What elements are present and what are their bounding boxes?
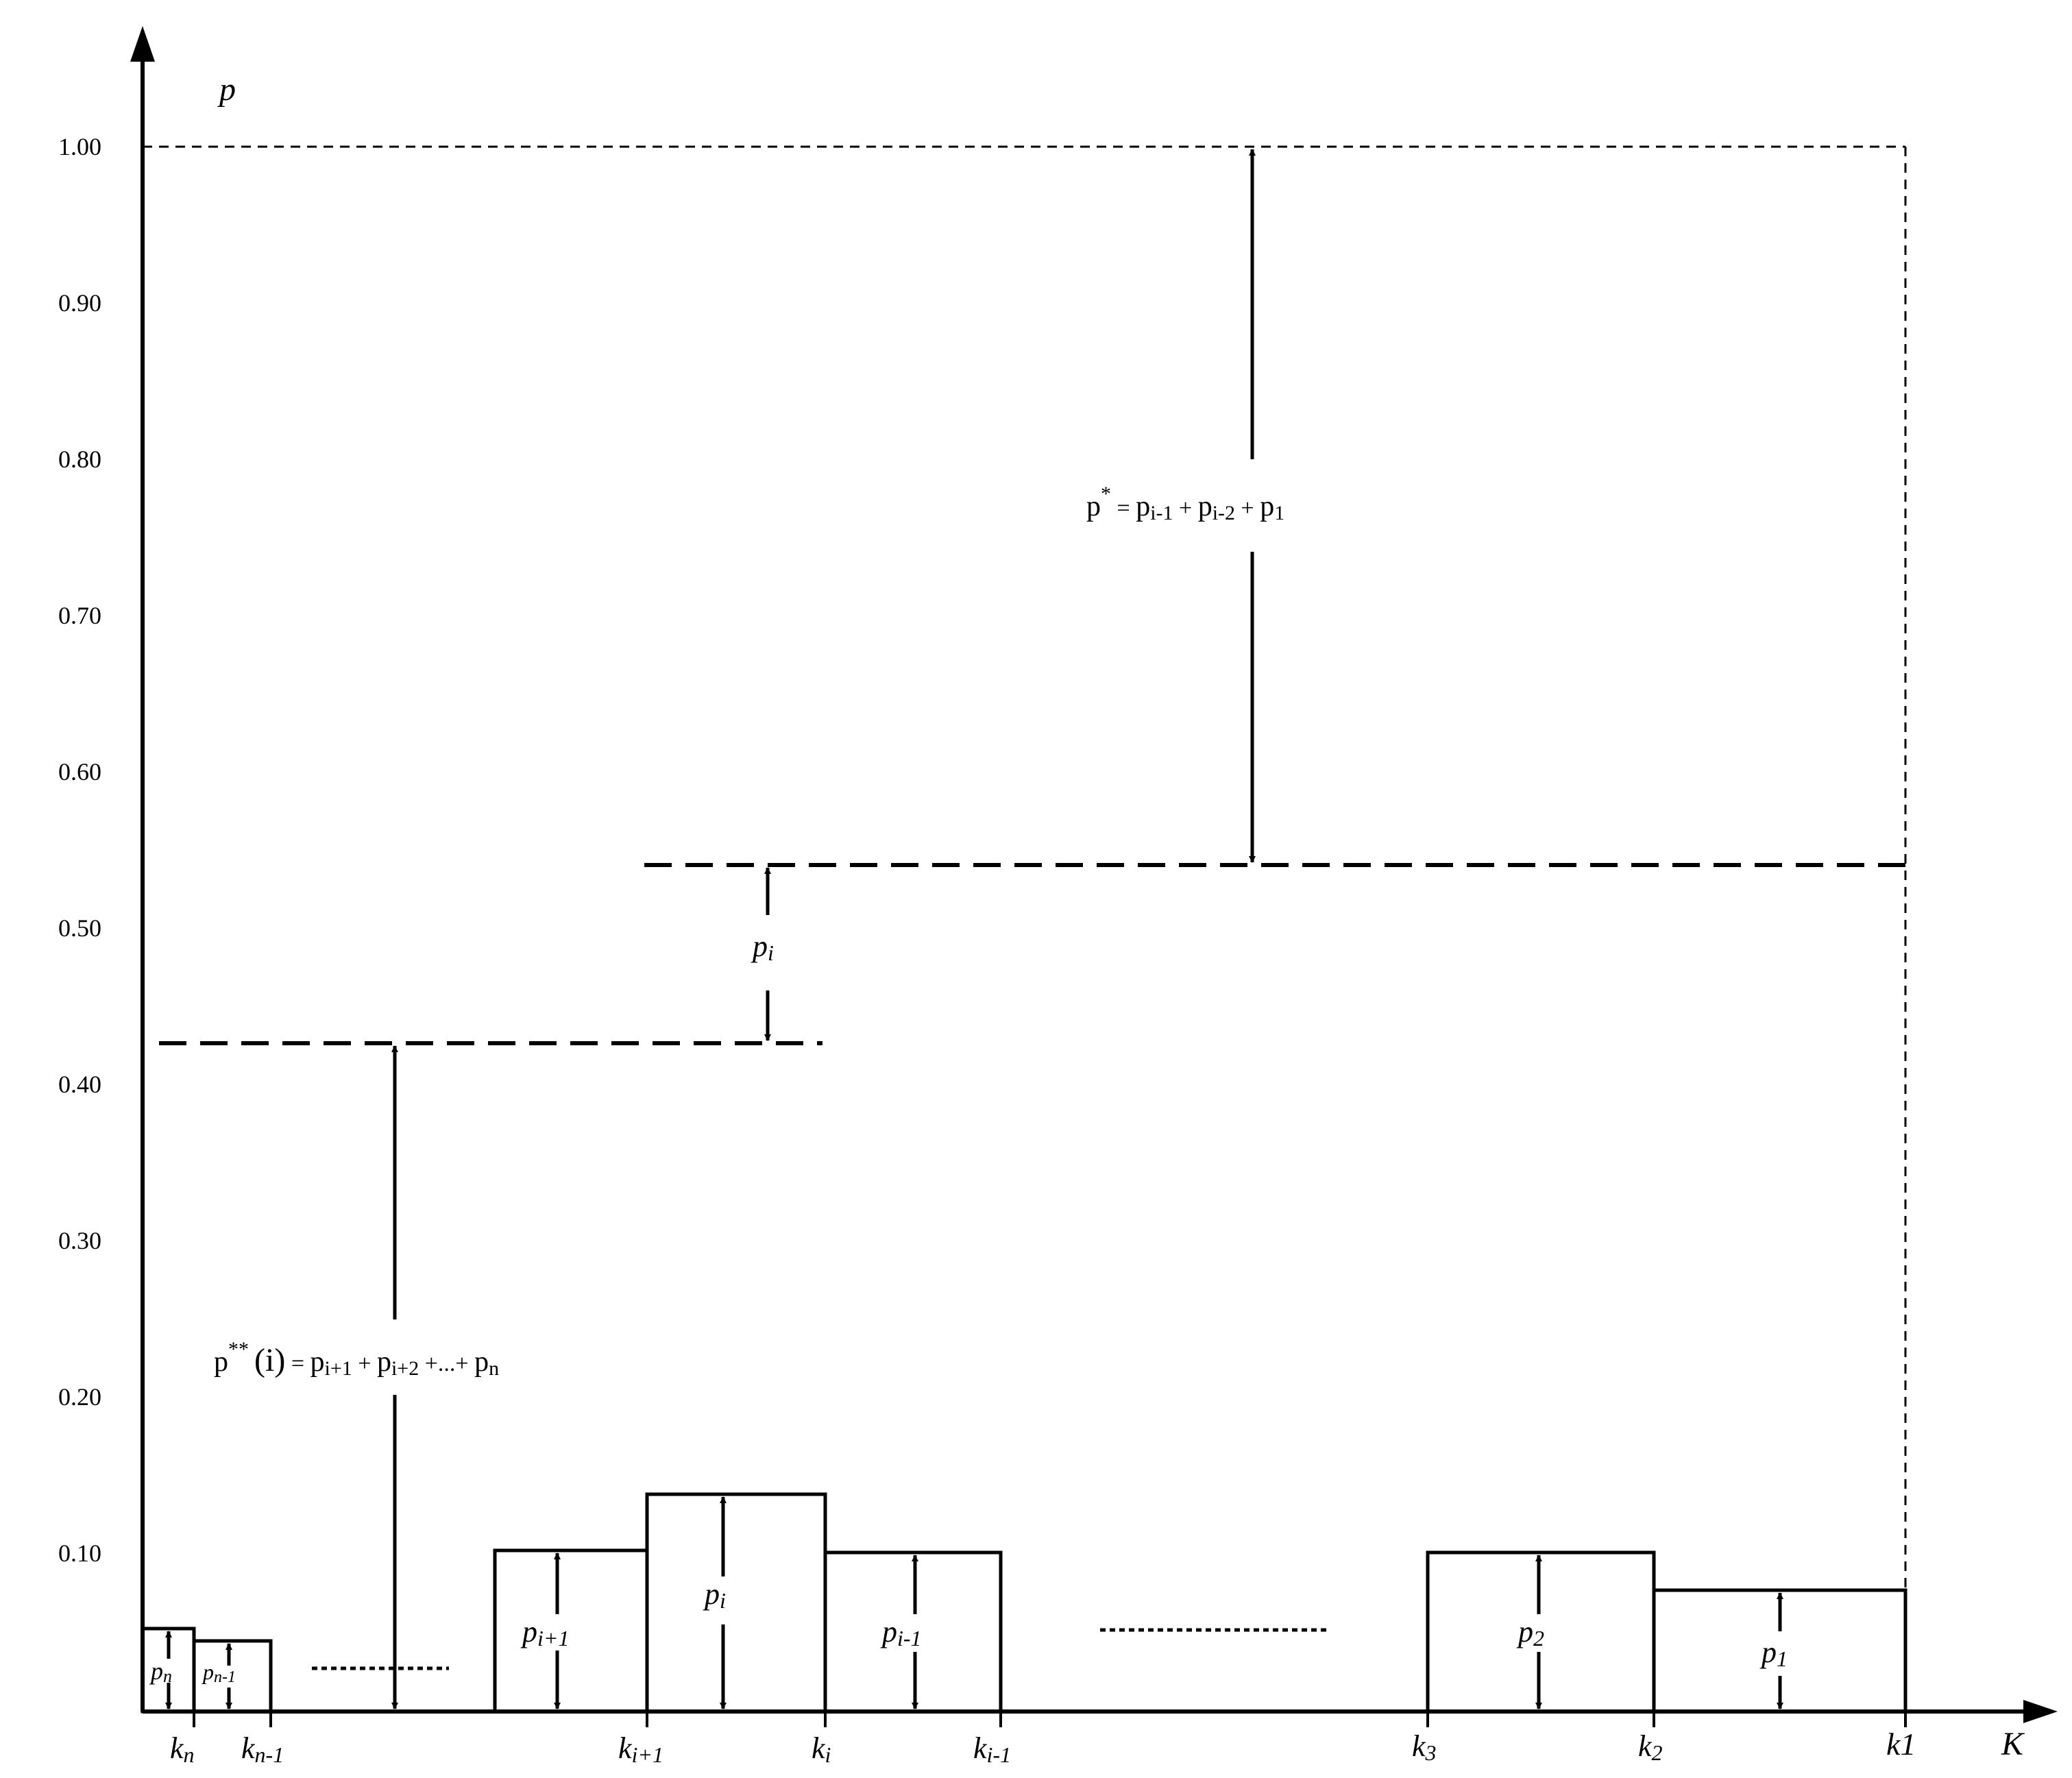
axes	[130, 26, 2058, 1723]
y-axis-arrow-icon	[130, 26, 155, 62]
label-pi-1: pi-1	[880, 1615, 922, 1651]
label-p2: p2	[1516, 1615, 1544, 1651]
y-tick-labels: 1.00 0.90 0.80 0.70 0.60 0.50 0.40 0.30 …	[58, 133, 101, 1567]
reference-lines	[143, 145, 1907, 1590]
arrows	[165, 149, 1783, 1709]
x-label-kn-1: kn-1	[241, 1731, 284, 1767]
x-label-kn: kn	[170, 1731, 195, 1767]
x-tick-marks	[193, 1712, 1907, 1727]
label-pi-gap: pi	[751, 929, 774, 965]
x-tick-labels: kn kn-1 ki+1 ki ki-1 k3 k2 k1	[170, 1727, 1916, 1767]
x-label-k2: k2	[1638, 1729, 1663, 1765]
bar-p1	[1652, 1588, 1908, 1714]
y-tick-label: 0.50	[58, 914, 101, 942]
x-label-ki-1: ki-1	[973, 1731, 1011, 1767]
bar-labels: pn pn-1 pi+1 pi pi-1 p2 p1 pi	[149, 929, 1788, 1686]
y-tick-label: 1.00	[58, 133, 101, 160]
bars	[141, 1492, 1908, 1714]
y-axis-label: p	[217, 71, 236, 108]
y-tick-label: 0.10	[58, 1539, 101, 1567]
y-tick-label: 0.70	[58, 602, 101, 629]
y-tick-label: 0.80	[58, 446, 101, 473]
formula-p-star: p* = pi-1 + pi-2 + p1	[1086, 483, 1284, 524]
label-pn-1: pn-1	[202, 1659, 236, 1686]
y-tick-label: 0.90	[58, 289, 101, 317]
x-label-ki+1: ki+1	[618, 1731, 663, 1767]
label-pi: pi	[703, 1577, 726, 1613]
label-pn: pn	[149, 1657, 172, 1686]
formula-p-double-star: p**(i) = pi+1 + pi+2 +...+ pn	[214, 1338, 499, 1380]
y-tick-label: 0.30	[58, 1227, 101, 1254]
y-tick-label: 0.40	[58, 1071, 101, 1098]
bar-pi+1	[493, 1548, 649, 1714]
bar-pn-1	[192, 1639, 273, 1714]
bar-pi-1	[823, 1550, 1003, 1714]
label-p1: p1	[1759, 1635, 1788, 1671]
x-label-k1: k1	[1886, 1727, 1916, 1762]
x-label-k3: k3	[1412, 1729, 1437, 1765]
y-tick-label: 0.20	[58, 1383, 101, 1411]
x-axis-label: K	[2001, 1726, 2025, 1762]
x-axis-arrow-icon	[2023, 1700, 2058, 1723]
bar-pi	[645, 1492, 827, 1714]
x-label-ki: ki	[812, 1731, 831, 1767]
label-pi+1: pi+1	[520, 1615, 569, 1651]
ellipsis-lines	[312, 1628, 1326, 1670]
y-tick-label: 0.60	[58, 758, 101, 786]
